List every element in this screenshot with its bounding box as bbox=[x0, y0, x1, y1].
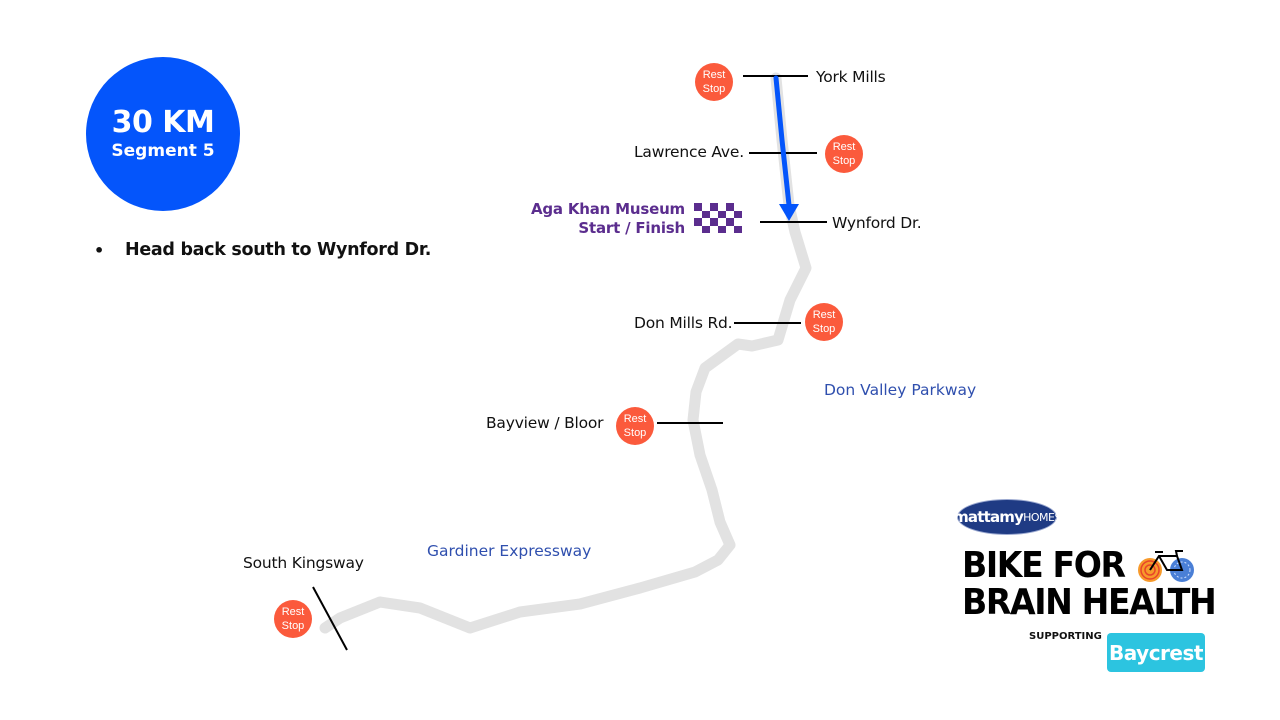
direction-arrow-icon bbox=[779, 204, 799, 221]
rest-stop-york-mills[interactable]: Rest Stop bbox=[695, 63, 733, 101]
checker-square bbox=[726, 203, 734, 211]
checker-square bbox=[702, 218, 710, 226]
event-title-line1: BIKE FOR bbox=[962, 545, 1126, 586]
distance-label: 30 KM bbox=[111, 105, 215, 140]
start-finish-label: Aga Khan Museum Start / Finish bbox=[520, 200, 685, 238]
checker-square bbox=[702, 203, 710, 211]
checker-square bbox=[694, 226, 702, 234]
rest-stop-line2: Stop bbox=[702, 83, 726, 95]
street-label-york-mills: York Mills bbox=[816, 68, 886, 86]
checker-square bbox=[710, 218, 718, 226]
bicycle-icon bbox=[1138, 550, 1194, 582]
rest-stop-line1: Rest bbox=[623, 413, 647, 425]
instruction-item: • Head back south to Wynford Dr. bbox=[94, 240, 431, 260]
event-title: BIKE FOR BRAIN HEALTH bbox=[962, 545, 1217, 623]
rest-stop-line2: Stop bbox=[623, 427, 647, 439]
distance-badge: 30 KM Segment 5 bbox=[86, 57, 240, 211]
active-segment-path bbox=[773, 75, 792, 208]
rest-stop-line2: Stop bbox=[832, 155, 856, 167]
start-finish-subtitle: Start / Finish bbox=[578, 219, 685, 237]
bullet-icon: • bbox=[94, 240, 104, 260]
checker-square bbox=[718, 218, 726, 226]
rest-stop-line1: Rest bbox=[702, 69, 726, 81]
rest-stop-line1: Rest bbox=[281, 606, 305, 618]
sponsor-name: mattamy bbox=[953, 508, 1024, 526]
route-path bbox=[319, 72, 812, 634]
rest-stop-line2: Stop bbox=[281, 620, 305, 632]
checker-square bbox=[734, 203, 742, 211]
instruction-text: Head back south to Wynford Dr. bbox=[125, 240, 432, 260]
checker-square bbox=[710, 211, 718, 219]
checker-square bbox=[726, 218, 734, 226]
checker-square bbox=[710, 203, 718, 211]
street-label-wynford: Wynford Dr. bbox=[832, 214, 922, 232]
checker-square bbox=[734, 218, 742, 226]
segment-label: Segment 5 bbox=[111, 141, 215, 161]
rest-stop-don-mills[interactable]: Rest Stop bbox=[805, 303, 843, 341]
event-title-line2: BRAIN HEALTH bbox=[962, 582, 1217, 623]
checker-square bbox=[718, 225, 726, 233]
rest-stop-line1: Rest bbox=[812, 309, 836, 321]
rest-stop-line2: Stop bbox=[812, 323, 836, 335]
start-finish-name: Aga Khan Museum bbox=[530, 200, 685, 218]
rest-stop-bayview-bloor[interactable]: Rest Stop bbox=[616, 407, 654, 445]
rest-stop-lawrence[interactable]: Rest Stop bbox=[825, 135, 863, 173]
checker-square bbox=[734, 225, 742, 233]
road-label-gardiner: Gardiner Expressway bbox=[427, 542, 592, 560]
street-label-don-mills: Don Mills Rd. bbox=[634, 314, 733, 332]
checker-square bbox=[702, 225, 710, 233]
checker-square bbox=[726, 211, 734, 219]
baycrest-logo: Baycrest bbox=[1107, 633, 1205, 672]
checker-square bbox=[702, 210, 710, 218]
road-label-dvp: Don Valley Parkway bbox=[824, 381, 977, 399]
rest-stop-south-kingsway[interactable]: Rest Stop bbox=[274, 600, 312, 638]
street-label-lawrence: Lawrence Ave. bbox=[634, 143, 744, 161]
supporting-label: SUPPORTING bbox=[1029, 631, 1102, 642]
checker-square bbox=[710, 226, 718, 234]
mattamy-homes-logo: mattamy HOMES bbox=[953, 499, 1061, 535]
street-label-bayview-bloor: Bayview / Bloor bbox=[486, 414, 604, 432]
checker-square bbox=[718, 210, 726, 218]
checker-square bbox=[694, 218, 702, 226]
checker-square bbox=[694, 203, 702, 211]
checker-square bbox=[718, 203, 726, 211]
sponsor-suffix: HOMES bbox=[1023, 510, 1061, 524]
checker-square bbox=[734, 210, 742, 218]
checker-square bbox=[726, 226, 734, 234]
street-label-south-kingsway: South Kingsway bbox=[243, 554, 364, 572]
street-line-south-kingsway bbox=[312, 586, 348, 651]
checkered-flag-icon bbox=[694, 203, 742, 233]
checker-square bbox=[694, 211, 702, 219]
rest-stop-line1: Rest bbox=[832, 141, 856, 153]
